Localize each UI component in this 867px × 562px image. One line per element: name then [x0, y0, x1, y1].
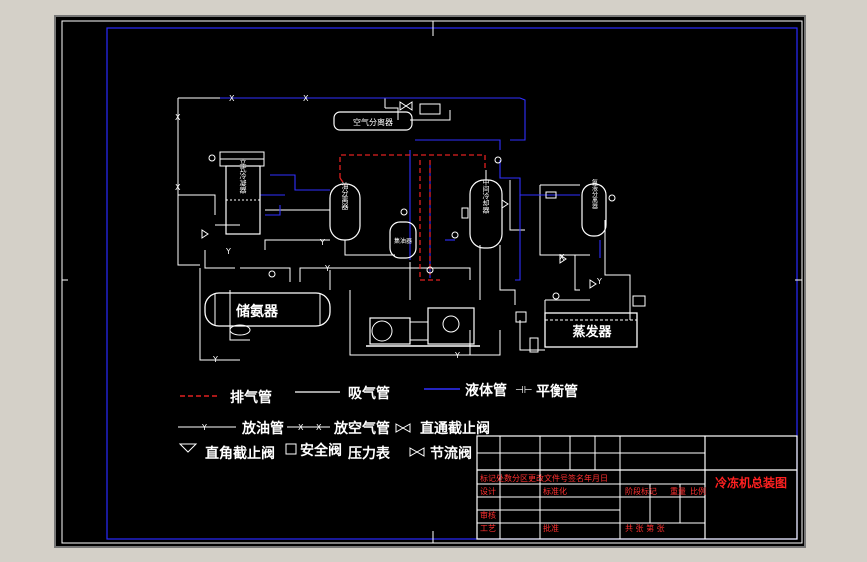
outer-frame — [61, 20, 803, 544]
legend-angle-valve-label: 直角截止阀 — [205, 445, 275, 462]
gauges-and-valves — [201, 101, 616, 353]
svg-text:X: X — [559, 253, 565, 262]
legend: 排气管 吸气管 液体管 ⊣⊢ 平衡管 Y 放油管 X X 放空气管 直通截止阀 … — [178, 382, 578, 462]
legend-throttle-label: 节流阀 — [430, 445, 472, 462]
title-approve: 批准 — [543, 523, 559, 533]
svg-text:Y: Y — [324, 264, 330, 273]
legend-air-label: 放空气管 — [333, 420, 390, 437]
legend-oil-marker: Y — [201, 423, 207, 432]
liquid-piping — [220, 97, 601, 281]
condenser-label: 立式冷凝器 — [239, 158, 247, 195]
inner-frame — [106, 27, 798, 540]
compressor-unit — [366, 307, 480, 347]
oil-collector: 集油器 — [389, 221, 417, 259]
evaporator-label: 蒸发器 — [572, 324, 612, 340]
drawing-sheet — [54, 15, 806, 548]
svg-text:X: X — [175, 183, 181, 192]
legend-air-marker: X — [298, 423, 304, 432]
title-stage-mark: 阶段标记 — [625, 486, 657, 496]
intercooler: 中间冷却器 — [469, 170, 503, 249]
oil-separator-label: 油分离器 — [341, 181, 349, 211]
legend-air-marker-2: X — [316, 423, 322, 432]
svg-text:Y: Y — [212, 355, 218, 364]
legend-straight-valve-symbol — [395, 423, 411, 433]
title-design: 设计 — [480, 486, 496, 496]
svg-text:Y: Y — [225, 247, 231, 256]
air-separator-label: 空气分离器 — [353, 117, 393, 127]
title-review: 审核 — [480, 510, 496, 520]
title-standard: 标准化 — [543, 486, 567, 496]
legend-angle-valve-symbol — [178, 443, 198, 453]
legend-balance-label: 平衡管 — [536, 383, 578, 400]
svg-text:Y: Y — [454, 351, 460, 360]
title-sheets: 共 张 第 张 — [625, 523, 665, 533]
title-scale: 比例 — [690, 486, 706, 496]
oil-collector-label: 集油器 — [394, 237, 412, 245]
evaporator: 蒸发器 — [515, 295, 646, 348]
drawing-title: 冷冻机总装图 — [715, 475, 787, 490]
air-separator: 空气分离器 — [333, 103, 441, 131]
condenser: 立式冷凝器 — [219, 151, 265, 235]
title-block: 标记处数分区更改文件号签名年月日 设计 标准化 阶段标记 重量 比例 审核 工艺… — [476, 435, 798, 540]
legend-discharge-label: 排气管 — [230, 389, 272, 406]
discharge-piping — [339, 154, 486, 281]
legend-safety-symbol — [285, 443, 297, 455]
legend-liquid-label: 液体管 — [465, 382, 507, 399]
svg-text:X: X — [303, 94, 309, 103]
legend-straight-valve-label: 直通截止阀 — [420, 420, 490, 437]
legend-safety-label: 安全阀 — [300, 442, 342, 459]
legend-gauge-label: 压力表 — [348, 445, 391, 462]
svg-text:X: X — [175, 113, 181, 122]
legend-oil-label: 放油管 — [241, 420, 284, 437]
receiver-label: 储氨器 — [235, 303, 279, 320]
title-process: 工艺 — [480, 524, 496, 533]
legend-suction-label: 吸气管 — [348, 385, 390, 402]
liquid-separator-label: 氨液分离器 — [591, 178, 598, 210]
title-row-labels: 标记处数分区更改文件号签名年月日 — [480, 473, 608, 483]
oil-separator: 油分离器 — [329, 181, 361, 241]
svg-text:X: X — [229, 94, 235, 103]
svg-text:Y: Y — [596, 277, 602, 286]
title-weight: 重量 — [670, 486, 686, 496]
svg-text:Y: Y — [319, 238, 325, 247]
ammonia-receiver: 储氨器 — [204, 292, 331, 336]
legend-throttle-symbol — [409, 447, 425, 457]
legend-balance-symbol: ⊣⊢ — [515, 385, 532, 396]
line-markers: X X X X Y Y Y Y Y Y X — [175, 94, 602, 364]
liquid-separator: 氨液分离器 — [545, 178, 607, 237]
intercooler-label: 中间冷却器 — [482, 178, 490, 215]
